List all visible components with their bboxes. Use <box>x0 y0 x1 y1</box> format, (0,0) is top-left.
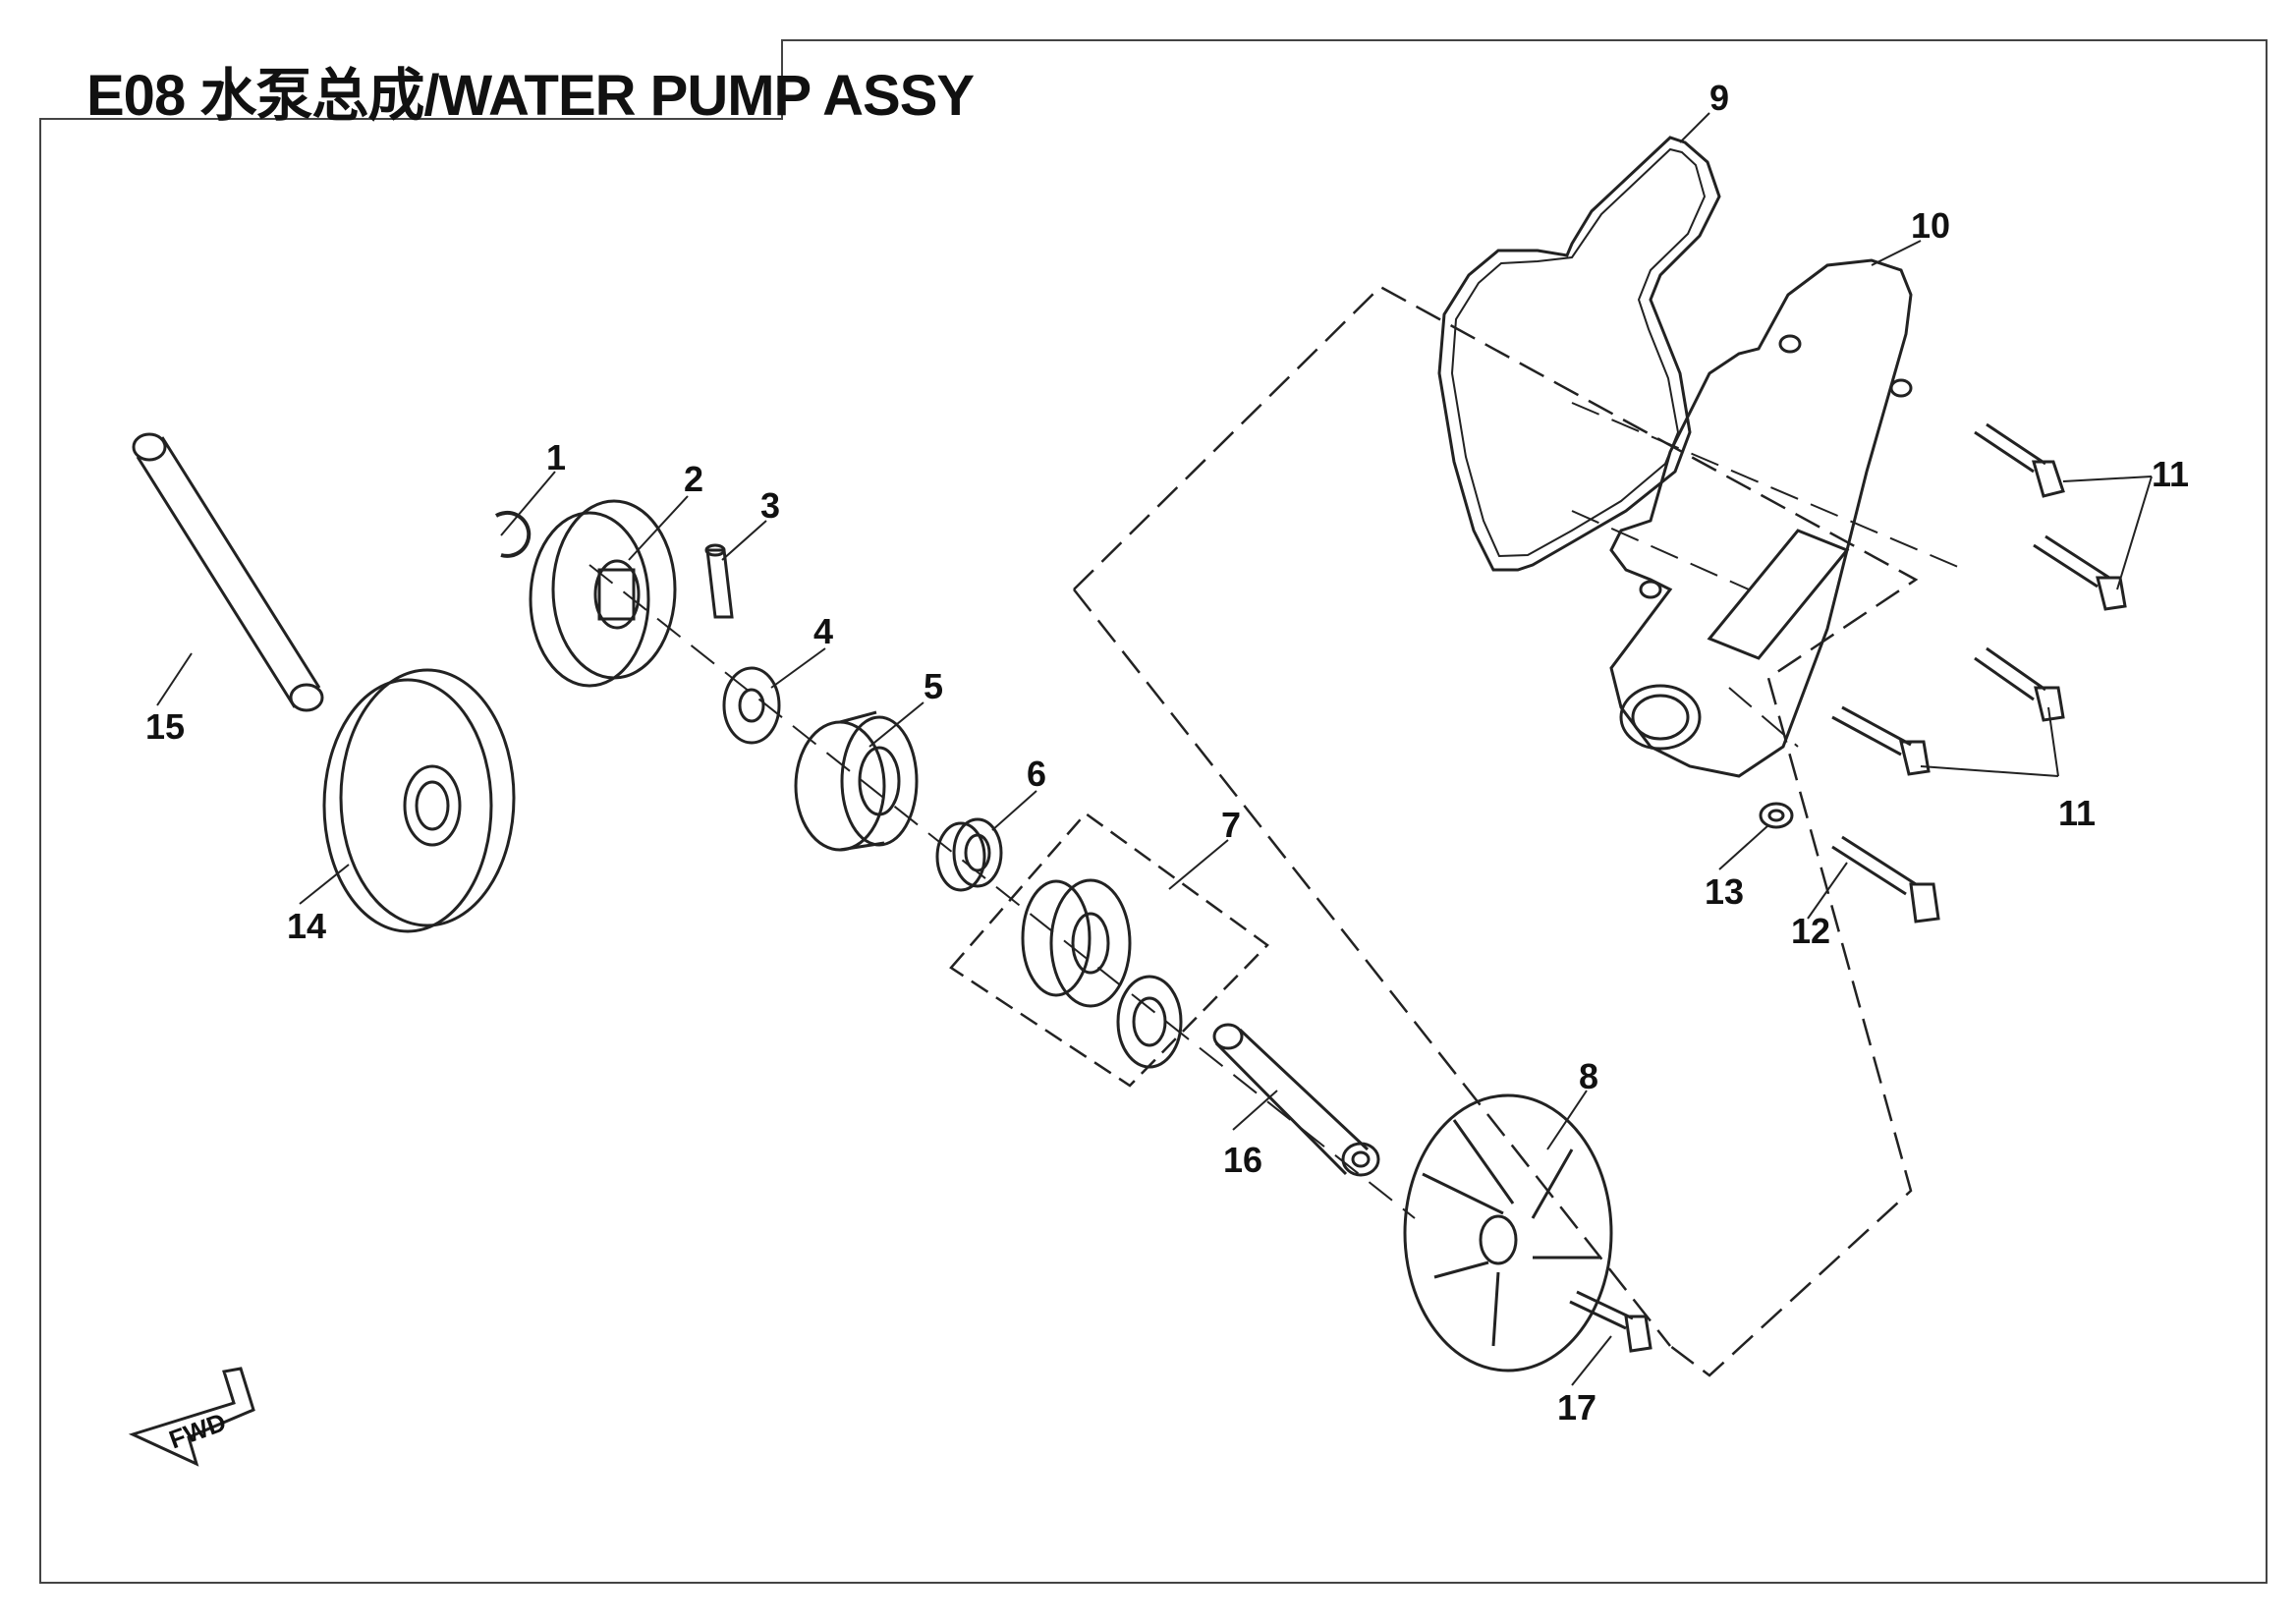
oil-seal <box>935 817 1003 892</box>
callout-7: 7 <box>1221 805 1241 845</box>
callout-9: 9 <box>1709 78 1729 118</box>
callout-2: 2 <box>684 459 703 499</box>
callout-1: 1 <box>546 437 566 477</box>
callout-5: 5 <box>924 666 943 706</box>
callout-6: 6 <box>1027 754 1046 794</box>
bolt-17 <box>1569 1290 1634 1330</box>
callout-16: 16 <box>1223 1140 1262 1180</box>
small-gear <box>529 499 677 688</box>
bolt-12 <box>1831 835 1917 896</box>
callout-3: 3 <box>760 485 780 526</box>
drawing-frame <box>39 39 2268 1584</box>
washer <box>722 666 781 745</box>
gear-shaft <box>132 432 324 712</box>
callout-17: 17 <box>1557 1387 1596 1428</box>
washer-13 <box>1759 802 1794 829</box>
assembly-boundary <box>1073 285 1919 1377</box>
large-gear <box>322 668 516 933</box>
page-title: E08 水泵总成/WATER PUMP ASSY <box>86 64 975 128</box>
circlip <box>494 510 532 558</box>
pump-shaft <box>1212 1023 1380 1177</box>
callout-14: 14 <box>287 906 326 946</box>
seal-group-box <box>949 812 1269 1088</box>
callout-10: 10 <box>1911 205 1950 246</box>
mechanical-seal <box>1021 878 1183 1069</box>
ball-bearing <box>794 710 919 852</box>
callout-8: 8 <box>1579 1056 1598 1096</box>
impeller <box>1403 1093 1613 1372</box>
fwd-label: FWD <box>165 1407 230 1454</box>
title-box: E08 水泵总成/WATER PUMP ASSY <box>39 39 975 128</box>
callout-4: 4 <box>813 611 833 651</box>
bolt <box>1831 422 2127 776</box>
fwd-arrow <box>128 1367 255 1467</box>
callout-15: 15 <box>145 706 185 747</box>
callout-11b: 11 <box>2058 793 2096 833</box>
callout-11a: 11 <box>2152 454 2189 494</box>
gasket <box>1437 136 1721 572</box>
callout-12: 12 <box>1791 911 1830 951</box>
pump-cover <box>1609 258 1913 778</box>
dowel-pin <box>704 543 734 619</box>
callout-13: 13 <box>1705 871 1744 912</box>
